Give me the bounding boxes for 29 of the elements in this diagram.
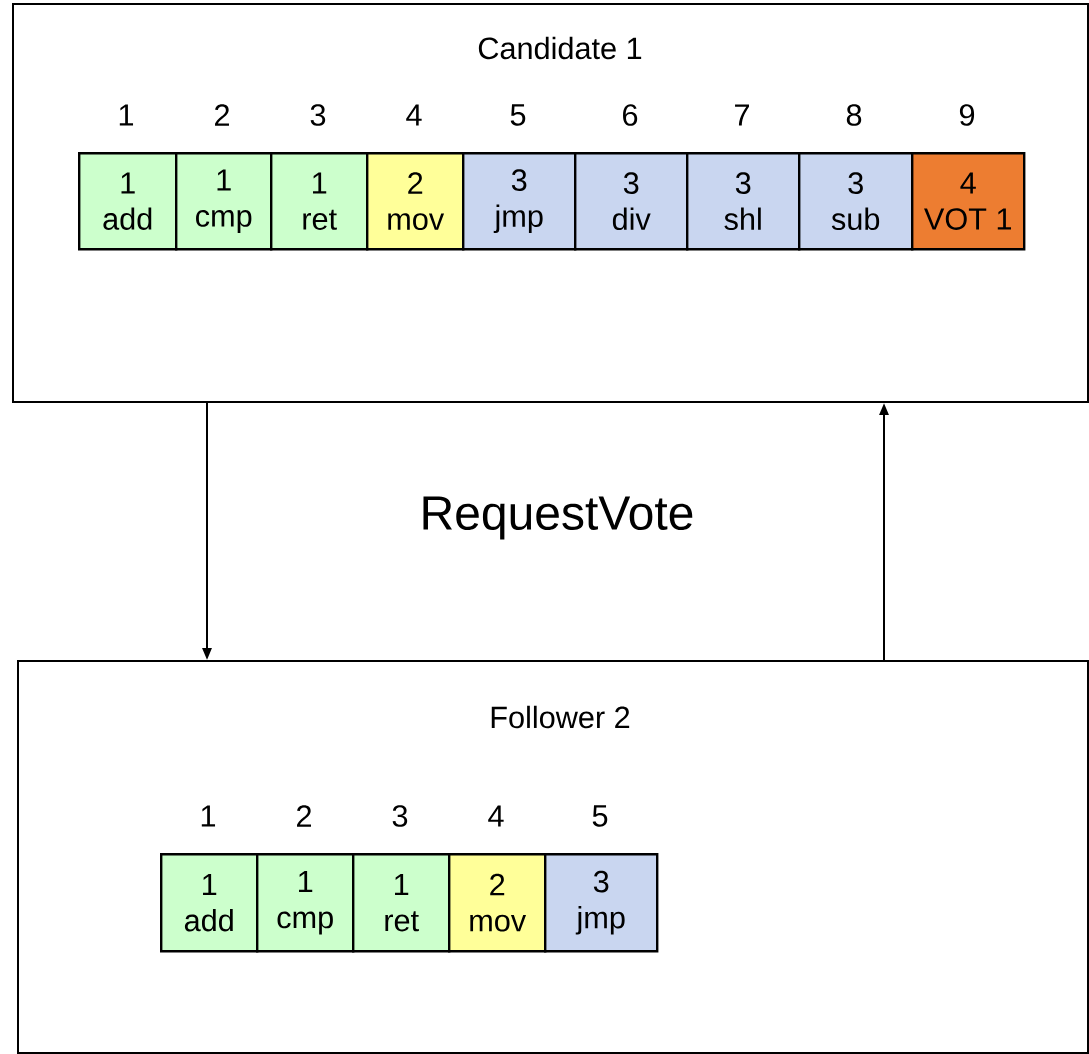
log-entry-cell: 3 jmp	[462, 152, 577, 251]
log-entry-cell: 1 add	[78, 152, 178, 251]
index-number: 5	[592, 805, 608, 827]
log-entry-cell: 3 sub	[798, 152, 914, 251]
log-entry-cell: 3 div	[574, 152, 689, 251]
index-number: 8	[846, 104, 862, 126]
index-number: 6	[623, 104, 638, 126]
index-number: 9	[959, 104, 975, 126]
log-entry-cell: 1 ret	[352, 853, 451, 953]
log-entry-cell: 4 VOT 1	[911, 152, 1026, 251]
index-number: 5	[510, 104, 526, 126]
log-entry-cell: 2 mov	[448, 853, 547, 953]
index-number: 2	[297, 805, 311, 827]
log-entry-cell: 1 add	[160, 853, 259, 953]
index-number: 1	[201, 805, 216, 827]
log-entry-cell: 1 ret	[270, 152, 369, 251]
index-number: 3	[310, 104, 326, 126]
index-number: 3	[392, 805, 408, 827]
index-number: 7	[735, 104, 749, 126]
log-entry-cell: 1 cmp	[256, 853, 355, 953]
index-number: 1	[119, 104, 134, 126]
index-number: 4	[488, 805, 504, 827]
log-entry-cell: 3 shl	[686, 152, 801, 251]
index-number: 4	[406, 104, 422, 126]
index-number: 2	[215, 104, 229, 126]
log-entry-cell: 1 cmp	[175, 152, 273, 251]
log-entry-cell: 2 mov	[366, 152, 465, 251]
message-label: RequestVote	[423, 496, 693, 540]
log-entry-cell: 3 jmp	[544, 853, 659, 953]
